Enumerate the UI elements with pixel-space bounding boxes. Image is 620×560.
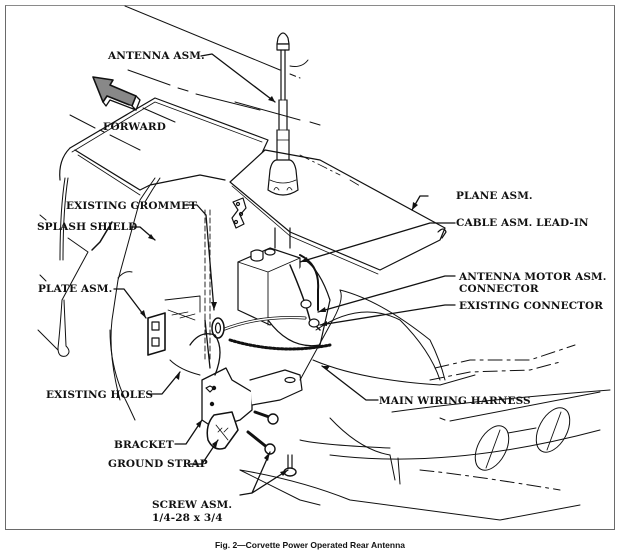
left-panel-lines — [37, 214, 113, 357]
ground-strap-shape — [206, 411, 239, 450]
leader-arrowheads — [140, 96, 418, 476]
antenna-mast — [267, 32, 299, 196]
label-plate-asm: PLATE ASM. — [38, 283, 113, 295]
body-phantom-lines — [69, 5, 321, 151]
bracket-shape — [189, 319, 303, 429]
label-existing-grommet: EXISTING GROMMET — [66, 200, 198, 212]
screws — [246, 410, 297, 477]
label-plane-asm: PLANE ASM. — [456, 190, 533, 202]
label-splash-shield: SPLASH SHIELD — [37, 221, 138, 233]
grommet — [211, 317, 225, 339]
label-antenna-motor-asm: ANTENNA MOTOR ASM. — [459, 271, 607, 283]
label-existing-holes: EXISTING HOLES — [46, 389, 154, 401]
label-existing-connector: EXISTING CONNECTOR — [459, 300, 604, 312]
label-bracket: BRACKET — [114, 439, 174, 451]
figure-caption: Fig. 2—Corvette Power Operated Rear Ante… — [214, 540, 406, 550]
deck-panel — [59, 97, 269, 261]
clip-bracket — [231, 197, 247, 229]
antenna-motor — [220, 227, 332, 351]
label-antenna-asm: ANTENNA ASM. — [108, 50, 205, 62]
label-cable-asm-lead-in: CABLE ASM. LEAD-IN — [456, 217, 589, 229]
label-screw-spec: 1/4-28 x 3/4 — [152, 512, 223, 524]
forward-arrow-icon — [92, 76, 141, 111]
splash-shield-shape — [109, 177, 211, 421]
label-forward: FORWARD — [103, 121, 166, 133]
plate-asm-shape — [147, 295, 201, 376]
label-screw-asm: SCREW ASM. — [152, 499, 233, 511]
label-antenna-motor-connector: CONNECTOR — [459, 283, 539, 295]
label-ground-strap: GROUND STRAP — [108, 458, 208, 470]
figure-frame — [5, 5, 615, 530]
rear-body — [239, 289, 611, 521]
label-main-wiring-harness: MAIN WIRING HARNESS — [379, 395, 531, 407]
tail-lights — [474, 407, 571, 471]
